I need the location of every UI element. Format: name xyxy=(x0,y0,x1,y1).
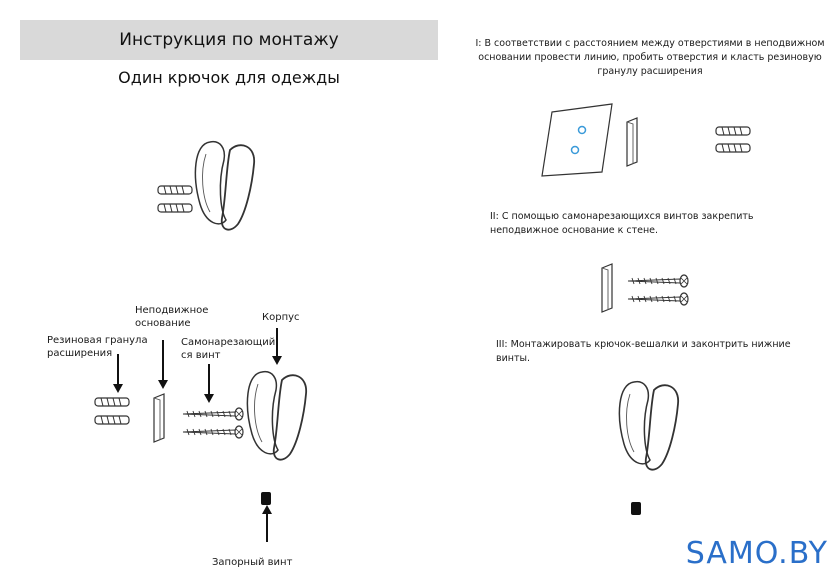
step-2-text: II: С помощью самонарезающихся винтов за… xyxy=(490,211,754,236)
logo: SAMO.BY xyxy=(685,536,828,571)
step-2-illustration xyxy=(601,263,689,313)
label-base: Неподвижное основание xyxy=(135,305,209,329)
label-lock-screw: Запорный винт xyxy=(212,557,293,568)
step-1-text: I: В соответствии с расстоянием между от… xyxy=(475,38,825,77)
step-1-illustration xyxy=(541,103,751,177)
page-subtitle: Один крючок для одежды xyxy=(118,68,340,87)
label-screw: Самонарезающий ся винт xyxy=(181,337,276,361)
label-anchor: Резиновая гранула расширения xyxy=(47,335,148,359)
step-3-illustration xyxy=(618,380,680,515)
page-header: Инструкция по монтажу xyxy=(20,20,438,60)
hook-assembled-illustration xyxy=(157,140,256,231)
step-3-text: III: Монтажировать крючок-вешалки и зако… xyxy=(496,339,791,364)
exploded-view-illustration xyxy=(94,328,308,542)
page-title: Инструкция по монтажу xyxy=(119,30,339,50)
label-body: Корпус xyxy=(262,312,300,323)
